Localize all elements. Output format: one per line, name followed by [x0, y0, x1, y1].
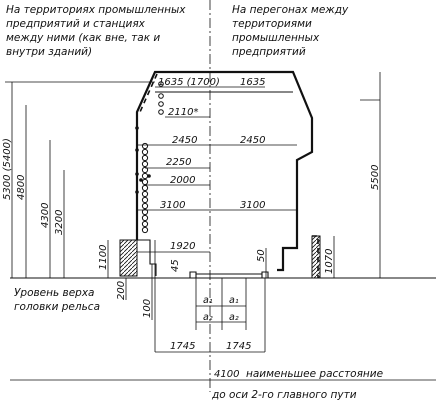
left-caption-line-4: внутри зданий) [6, 46, 92, 58]
dim-50: 50 [256, 249, 267, 262]
dim-1920: 1920 [170, 241, 195, 252]
dim-5300-5400: 5300 (5400) [2, 138, 13, 200]
vertical-dimensions [5, 72, 381, 352]
dim-2110: 2110* [168, 107, 198, 118]
rail-right [261, 271, 269, 278]
right-caption-line-1: На перегонах между [232, 4, 349, 16]
to-axis-caption: до оси 2-го главного пути [211, 389, 357, 401]
dim-1070: 1070 [324, 249, 335, 274]
right-caption: На перегонах между территориями промышле… [232, 4, 349, 58]
left-caption-line-3: между ними (как вне, так и [6, 32, 160, 44]
dim-a1-left: a₁ [203, 295, 213, 306]
dim-3100-left: 3100 [160, 200, 185, 211]
dim-2450-right: 2450 [240, 135, 265, 146]
left-contour-chain [135, 81, 164, 234]
dim-4300: 4300 [40, 203, 51, 228]
dim-1635-right: 1635 [240, 77, 265, 88]
left-platform-hatch [119, 239, 138, 277]
left-caption: На территориях промышленных предприятий … [6, 4, 186, 58]
min-distance-caption: наименьшее расстояние [246, 368, 383, 380]
rail-level-caption-1: Уровень верха [14, 287, 95, 299]
dim-5500: 5500 [370, 165, 381, 190]
dim-1635-1700: 1635 (1700) [158, 77, 220, 88]
dim-45: 45 [170, 259, 181, 272]
dim-1745-right: 1745 [226, 341, 251, 352]
horizontal-dimensions [10, 86, 436, 381]
dim-a2-left: a₂ [203, 312, 213, 323]
dim-3100-right: 3100 [240, 200, 265, 211]
left-lower-step [137, 239, 157, 276]
dim-2000: 2000 [170, 175, 195, 186]
dim-3200: 3200 [54, 210, 65, 235]
rail-level-caption-2: головки рельса [14, 301, 100, 313]
left-caption-line-2: предприятий и станциях [6, 18, 146, 30]
dim-200: 200 [116, 281, 127, 300]
dim-a2-right: a₂ [229, 312, 239, 323]
right-caption-line-3: промышленных [232, 32, 320, 44]
dim-2450-left: 2450 [172, 135, 197, 146]
right-caption-line-2: территориями [232, 18, 312, 30]
dim-a1-right: a₁ [229, 295, 239, 306]
dim-4100: 4100 [214, 369, 239, 380]
right-caption-line-4: предприятий [232, 46, 306, 58]
gauge-outline-left [135, 70, 210, 240]
dim-100: 100 [142, 299, 153, 318]
right-platform-hatch [311, 235, 321, 279]
dim-2250: 2250 [166, 157, 191, 168]
left-caption-line-1: На территориях промышленных [6, 4, 186, 16]
dim-1745-left: 1745 [170, 341, 195, 352]
rail-left [189, 271, 197, 278]
gauge-outline-right [210, 70, 314, 272]
gauge-dashed-left [139, 73, 158, 113]
dim-1100: 1100 [98, 245, 109, 270]
dim-4800: 4800 [16, 175, 27, 200]
